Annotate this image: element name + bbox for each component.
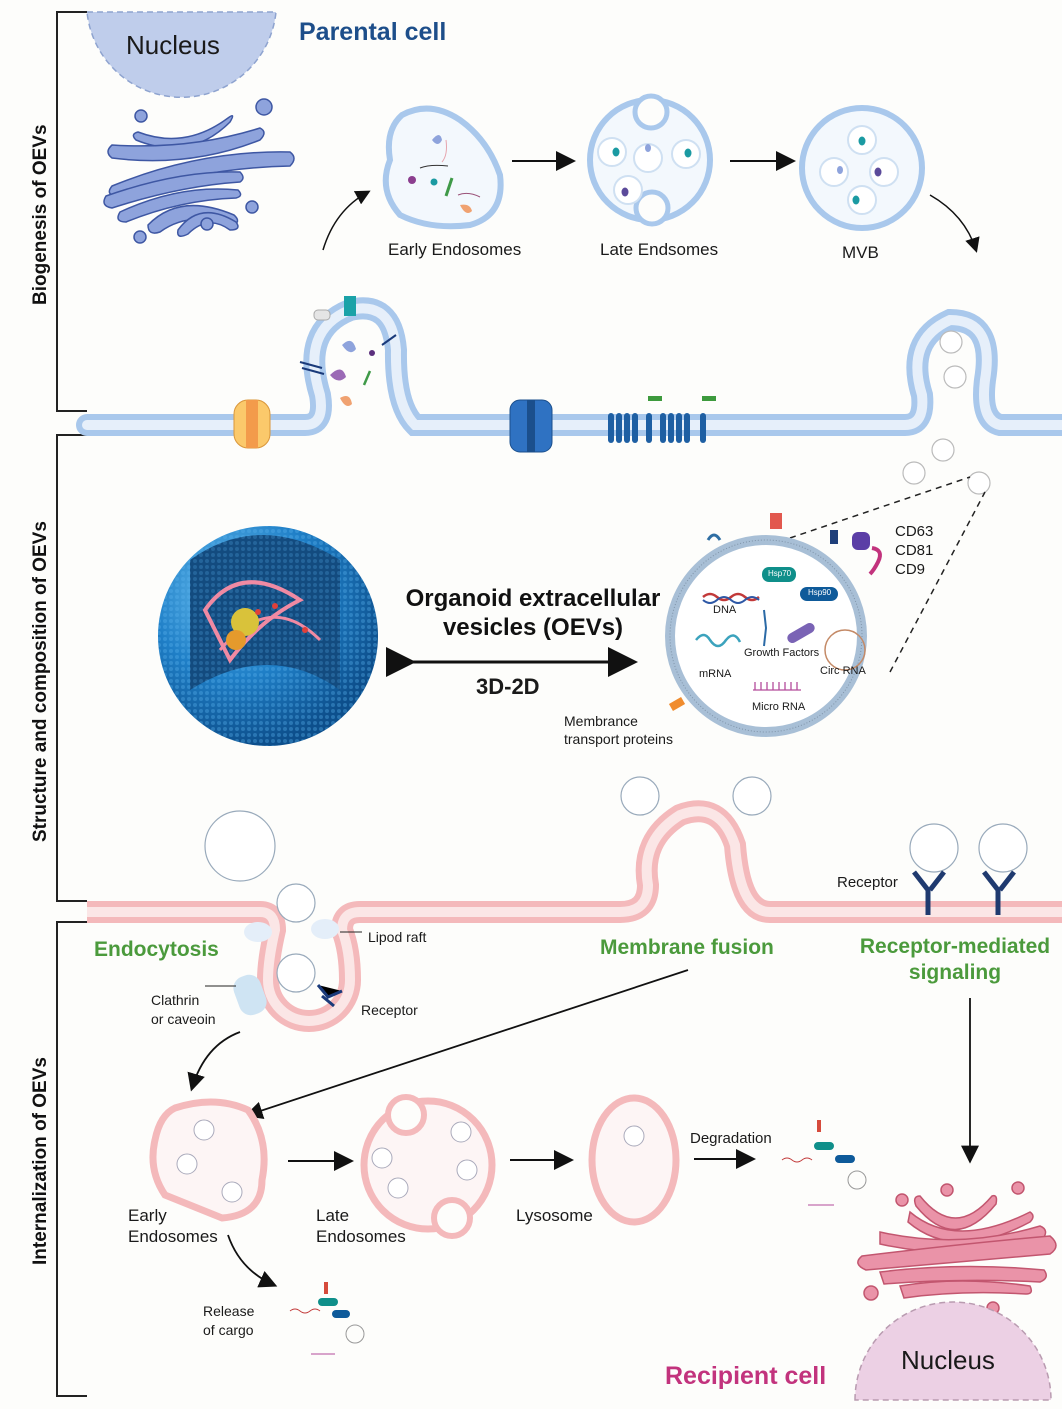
lipid-raft-right (311, 919, 339, 939)
arrow-golgi-to-early (322, 190, 371, 251)
mvb (799, 105, 925, 231)
arrow-endocytosis-to-early (187, 1031, 241, 1092)
late-endosomes-recipient-label: Late Endosomes (316, 1205, 406, 1247)
cargo-dna: DNA (713, 604, 737, 616)
cargo-hsp90: Hsp90 (808, 588, 832, 597)
zoom-line-bottom (889, 491, 986, 673)
oev-title-line2: vesicles (OEVs) (442, 614, 624, 641)
budding-evs (939, 330, 967, 389)
marker-cd9: CD9 (895, 561, 926, 578)
membrane-transport-line1: Membrance (564, 713, 638, 729)
release-cargo-label: Release of cargo (203, 1302, 254, 1340)
early-endosomes-recipient-label: Early Endosomes (128, 1205, 218, 1247)
early-endosome-recipient (149, 1098, 268, 1222)
recipient-plasma-membrane (87, 800, 1062, 1032)
oev-title: Organoid extracellular vesicles (OEVs) (388, 584, 678, 642)
release-line2: of cargo (203, 1322, 254, 1338)
late-endosome-recipient (360, 1094, 496, 1239)
marker-cd81: CD81 (895, 542, 934, 559)
signaling-receptors (912, 870, 1016, 915)
degradation-label: Degradation (690, 1130, 772, 1147)
golgi-apparatus-parental (103, 98, 295, 244)
early-endosome-recipient-evs (176, 1119, 243, 1203)
lipid-raft-label: Lipod raft (368, 929, 427, 945)
arrow-fusion-to-early (244, 969, 689, 1120)
early-endosome-parental (382, 105, 504, 230)
cargo-micro-rna: Micro RNA (752, 701, 806, 713)
early-line1: Early (128, 1206, 167, 1225)
membrane-transport-label: Membrance transport proteins (564, 712, 673, 748)
marker-cd63: CD63 (895, 523, 934, 540)
receptor-mediated-line2: signaling (908, 961, 1002, 984)
recipient-nucleus-shape (854, 1301, 1052, 1401)
lipid-raft-left (244, 922, 272, 942)
degraded-cargo (781, 1120, 867, 1206)
membrane-fusion-title: Membrane fusion (600, 936, 774, 959)
cargo-mrna: mRNA (699, 668, 732, 680)
arrow-label-3d-2d: 3D-2D (476, 674, 540, 699)
parental-nucleus-shape (86, 11, 277, 98)
recipient-cell-title: Recipient cell (665, 1362, 827, 1390)
membrane-channel-orange (233, 399, 271, 449)
section-bracket-structure (56, 434, 87, 902)
endocytosis-receptor-label: Receptor (361, 1002, 418, 1018)
parental-nucleus-label: Nucleus (126, 30, 220, 60)
parental-cell-title: Parental cell (299, 18, 447, 46)
late-line2: Endosomes (316, 1227, 406, 1246)
golgi-apparatus-recipient (857, 1181, 1057, 1315)
released-evs (902, 438, 991, 495)
marker-list: CD63 CD81 CD9 (895, 522, 933, 579)
arrow-mvb-to-membrane (929, 194, 980, 253)
clathrin-coat (233, 974, 267, 1016)
ev-2d-schematic (665, 513, 882, 737)
clathrin-line2: or caveoin (151, 1011, 216, 1027)
section-bracket-internalization (56, 921, 87, 1397)
signaling-receptor-label: Receptor (837, 874, 898, 891)
clathrin-label: Clathrin or caveoin (151, 991, 216, 1029)
released-cargo (289, 1282, 365, 1355)
early-line2: Endosomes (128, 1227, 218, 1246)
recipient-nucleus-label: Nucleus (901, 1345, 995, 1375)
section-label-structure: Structure and composition of OEVs (30, 521, 51, 842)
gpcr-receptors (608, 396, 716, 443)
membrane-channel-blue (509, 399, 553, 453)
endocytosis-title: Endocytosis (94, 938, 219, 961)
ev-3d-model (158, 526, 378, 746)
receptor-mediated-line1: Receptor-mediated (859, 935, 1051, 958)
late-line1: Late (316, 1206, 350, 1225)
receptor-mediated-title: Receptor-mediated signaling (850, 934, 1060, 986)
recipient-side-evs (204, 776, 1028, 993)
cargo-hsp70: Hsp70 (768, 569, 792, 578)
zoom-line-top (789, 476, 971, 539)
parental-plasma-membrane (76, 297, 1062, 436)
cargo-circ-rna: Circ RNA (820, 665, 866, 677)
section-bracket-biogenesis (56, 11, 87, 412)
late-endosome-parental (587, 93, 713, 227)
membrane-transport-line2: transport proteins (564, 731, 673, 747)
step-early-endosomes: Early Endosomes (388, 240, 522, 259)
early-endosome-cargo (408, 135, 481, 213)
oev-title-line1: Organoid extracellular (405, 585, 661, 612)
lysosome (588, 1094, 680, 1226)
cargo-growth-factors: Growth Factors (744, 647, 820, 659)
lysosome-label: Lysosome (516, 1206, 593, 1225)
arrow-early-to-release (227, 1234, 278, 1288)
clathrin-line1: Clathrin (151, 992, 200, 1008)
section-label-internalization: Internalization of OEVs (30, 1057, 51, 1265)
section-label-biogenesis: Biogenesis of OEVs (30, 124, 51, 305)
step-late-endosomes: Late Endsomes (600, 240, 719, 259)
endocytosis-receptor (316, 984, 343, 1008)
budding-cargo (299, 296, 397, 406)
step-mvb: MVB (842, 243, 879, 262)
release-line1: Release (203, 1303, 255, 1319)
